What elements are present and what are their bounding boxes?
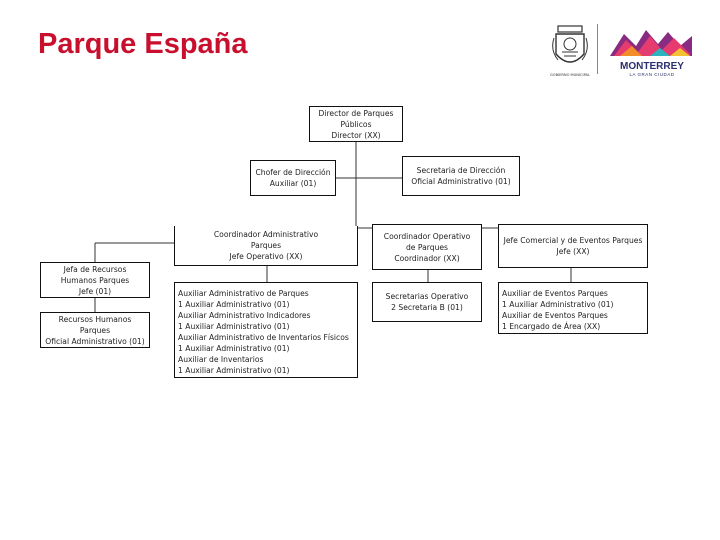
aux-eventos-item: Auxiliar de Eventos Parques (502, 289, 608, 298)
aux-admin-box: Auxiliar Administrativo de Parques 1 Aux… (174, 282, 358, 378)
coord-admin-level: Jefe Operativo (XX) (229, 252, 303, 261)
chofer-title: Chofer de Dirección (255, 168, 331, 177)
aux-eventos-box: Auxiliar de Eventos Parques 1 Auxiliar A… (498, 282, 648, 334)
coord-oper-title-cont: de Parques (405, 242, 449, 252)
secretaria-level: Oficial Administrativo (01) (411, 177, 511, 186)
jefe-comercial-title: Jefe Comercial y de Eventos Parques (503, 236, 643, 245)
aux-admin-item: 1 Auxiliar Administrativo (01) (178, 300, 290, 309)
director-level: Director (XX) (331, 130, 381, 140)
monterrey-mountain-logo (610, 30, 692, 56)
aux-eventos-item: Auxiliar de Eventos Parques (502, 311, 608, 320)
jefe-comercial-box: Jefe Comercial y de Eventos Parques Jefe… (498, 224, 648, 268)
chofer-level: Auxiliar (01) (269, 179, 317, 188)
city-name: MONTERREY (620, 61, 684, 72)
secretaria-box: Secretaria de Dirección Oficial Administ… (402, 156, 520, 196)
director-box: Director de Parques Públicos Director (X… (309, 106, 403, 142)
secretarias-box: Secretarias Operativo 2 Secretaria B (01… (372, 282, 482, 322)
aux-admin-item: Auxiliar Administrativo de Inventarios F… (178, 333, 349, 342)
seal-caption: GOBIERNO MUNICIPAL (549, 73, 590, 77)
rrhh-title: Recursos Humanos (58, 314, 132, 324)
jefa-rrhh-title-cont: Humanos Parques (60, 275, 130, 285)
aux-admin-item: 1 Auxiliar Administrativo (01) (178, 344, 290, 353)
coord-oper-level: Coordinador (XX) (394, 253, 460, 263)
secretarias-title: Secretarias Operativo (385, 292, 469, 301)
coord-admin-title: Coordinador Administrativo (213, 230, 319, 239)
page-title: Parque España (38, 28, 248, 60)
chofer-box: Chofer de Dirección Auxiliar (01) (250, 160, 336, 196)
jefa-rrhh-level: Jefe (01) (78, 286, 112, 296)
director-title: Director de Parques (318, 108, 394, 118)
coord-oper-title: Coordinador Operativo (383, 231, 471, 241)
aux-admin-item: 1 Auxiliar Administrativo (01) (178, 322, 290, 331)
secretaria-title: Secretaria de Dirección (416, 166, 506, 175)
jefa-rrhh-title: Jefa de Recursos (63, 264, 127, 274)
coord-oper-box: Coordinador Operativo de Parques Coordin… (372, 224, 482, 270)
aux-eventos-item: 1 Auxiliar Administrativo (01) (502, 300, 614, 309)
city-tagline: LA GRAN CIUDAD (629, 72, 675, 77)
municipal-seal-logo (552, 25, 588, 63)
secretarias-level: 2 Secretaria B (01) (391, 303, 463, 312)
aux-eventos-item: 1 Encargado de Área (XX) (502, 322, 601, 331)
aux-admin-item: Auxiliar Administrativo Indicadores (178, 311, 311, 320)
jefa-rrhh-box: Jefa de Recursos Humanos Parques Jefe (0… (40, 262, 150, 298)
rrhh-box: Recursos Humanos Parques Oficial Adminis… (40, 312, 150, 348)
coord-admin-box: Coordinador Administrativo Parques Jefe … (174, 226, 358, 266)
rrhh-level: Oficial Administrativo (01) (45, 336, 145, 346)
aux-admin-item: Auxiliar de Inventarios (178, 355, 264, 364)
aux-admin-item: Auxiliar Administrativo de Parques (178, 289, 309, 298)
director-title-cont: Públicos (340, 119, 372, 129)
coord-admin-title-cont: Parques (250, 241, 282, 250)
rrhh-title-cont: Parques (79, 325, 111, 335)
logo-divider (597, 24, 598, 74)
jefe-comercial-level: Jefe (XX) (556, 247, 590, 256)
aux-admin-item: 1 Auxiliar Administrativo (01) (178, 366, 290, 375)
